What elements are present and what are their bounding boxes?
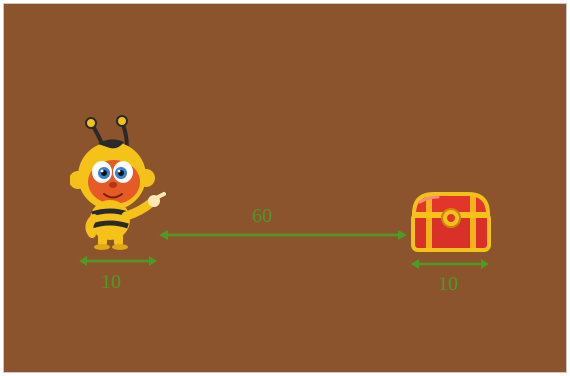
bee-character xyxy=(70,115,166,250)
chest-width-label: 10 xyxy=(438,273,458,295)
gap-distance-arrow xyxy=(159,230,407,240)
gap-distance-label: 60 xyxy=(252,205,272,227)
character-width-label: 10 xyxy=(101,271,121,293)
character-width-arrow xyxy=(79,256,157,266)
treasure-chest xyxy=(411,192,491,252)
game-scene: 10 60 10 xyxy=(4,4,566,372)
chest-width-arrow xyxy=(411,259,489,269)
